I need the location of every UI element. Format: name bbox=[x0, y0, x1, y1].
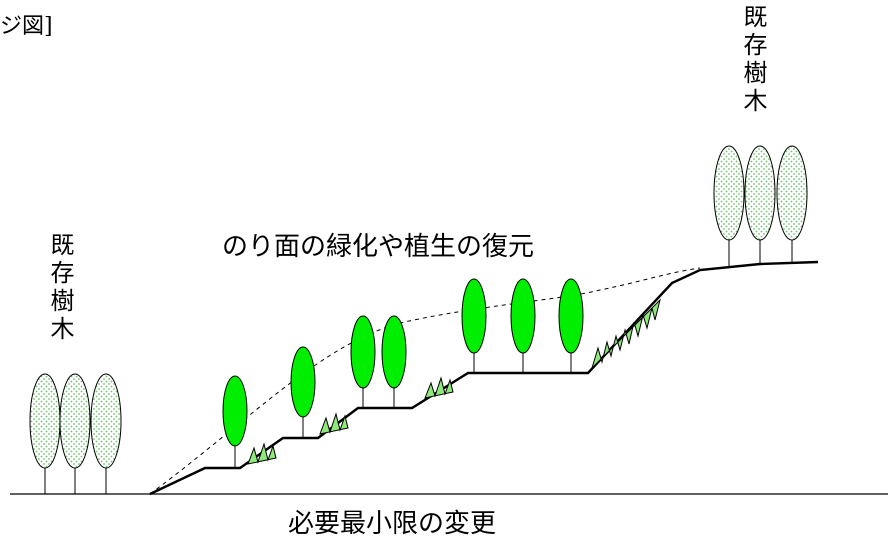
grass-tuft bbox=[319, 412, 349, 435]
planted-tree bbox=[461, 278, 487, 354]
existing-tree bbox=[776, 145, 808, 241]
grass-tuft bbox=[424, 376, 454, 399]
planted-trees bbox=[222, 278, 584, 468]
planted-tree bbox=[222, 375, 248, 447]
grass-tuft bbox=[247, 442, 277, 465]
existing-tree bbox=[90, 373, 122, 469]
label-existing-trees-left: 既存樹木 bbox=[46, 232, 74, 344]
existing-tree bbox=[59, 373, 91, 469]
existing-tree bbox=[744, 145, 776, 241]
label-slope-greening: のり面の緑化や植生の復元 bbox=[222, 232, 535, 262]
label-existing-trees-right: 既存樹木 bbox=[739, 4, 767, 116]
grass-tuft bbox=[591, 298, 661, 369]
existing-tree bbox=[713, 145, 745, 241]
existing-trees-left bbox=[29, 373, 122, 494]
planted-tree bbox=[381, 315, 407, 389]
grass-tufts bbox=[247, 298, 661, 465]
diagram-title: ジ図] bbox=[0, 14, 53, 39]
planted-tree bbox=[510, 278, 536, 354]
planted-tree bbox=[290, 346, 316, 418]
existing-tree bbox=[29, 373, 61, 469]
existing-trees-right bbox=[713, 145, 808, 266]
planted-tree bbox=[558, 278, 584, 354]
planted-tree bbox=[350, 315, 376, 389]
terrace-profile bbox=[149, 260, 819, 496]
label-minimal-change: 必要最小限の変更 bbox=[288, 509, 497, 539]
